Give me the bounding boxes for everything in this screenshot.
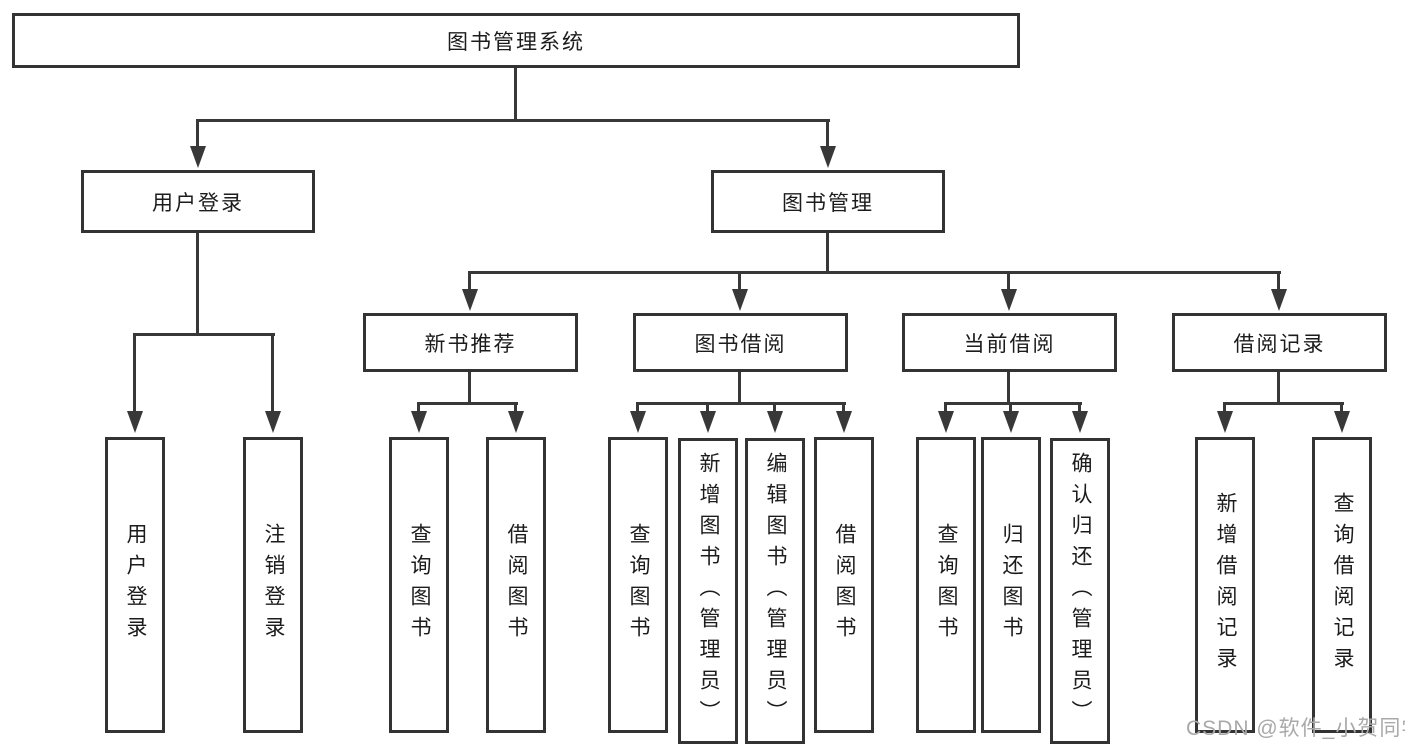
connector-line	[944, 402, 1082, 405]
node-borrow-records: 借阅记录	[1172, 313, 1387, 372]
connector-line	[1007, 371, 1010, 404]
arrowhead-down-icon	[1072, 411, 1088, 433]
connector-line	[514, 67, 517, 122]
connector-line	[417, 402, 420, 413]
connector-line	[1340, 402, 1343, 413]
leaf-query-book-3: 查询图书	[916, 437, 976, 733]
connector-line	[196, 119, 830, 122]
arrowhead-down-icon	[938, 411, 954, 433]
connector-line	[826, 232, 829, 274]
leaf-query-book-1: 查询图书	[389, 437, 449, 733]
connector-line	[468, 371, 471, 404]
arrowhead-down-icon	[462, 289, 478, 311]
leaf-logout: 注销登录	[243, 437, 303, 733]
connector-line	[1223, 402, 1226, 413]
arrowhead-down-icon	[127, 411, 143, 433]
arrowhead-down-icon	[1217, 411, 1233, 433]
connector-line	[1223, 402, 1344, 405]
connector-line	[826, 119, 829, 149]
node-user-login: 用户登录	[81, 170, 315, 233]
arrowhead-down-icon	[1334, 411, 1350, 433]
leaf-borrow-book-2: 借阅图书	[814, 437, 874, 733]
watermark-text: CSDN @软件_小贺同学	[1186, 717, 1405, 740]
connector-line	[468, 271, 471, 290]
arrowhead-down-icon	[767, 411, 783, 433]
node-current-borrow: 当前借阅	[902, 313, 1117, 372]
arrowhead-down-icon	[508, 411, 524, 433]
arrowhead-down-icon	[820, 146, 836, 168]
arrowhead-down-icon	[265, 411, 281, 433]
arrowhead-down-icon	[700, 411, 716, 433]
connector-line	[1007, 271, 1010, 290]
connector-line	[1277, 371, 1280, 404]
leaf-confirm-return-admin: 确认归还（管理员）	[1050, 438, 1110, 744]
arrowhead-down-icon	[190, 146, 206, 168]
node-new-book-recommend: 新书推荐	[363, 313, 578, 372]
connector-line	[1078, 402, 1081, 413]
connector-line	[196, 232, 199, 336]
arrowhead-down-icon	[411, 411, 427, 433]
node-book-management: 图书管理	[711, 170, 945, 233]
leaf-return-book: 归还图书	[981, 437, 1041, 733]
connector-line	[271, 333, 274, 413]
connector-line	[738, 271, 741, 290]
connector-line	[468, 271, 1281, 274]
connector-line	[196, 119, 199, 149]
connector-line	[842, 402, 845, 413]
arrowhead-down-icon	[732, 289, 748, 311]
arrowhead-down-icon	[836, 411, 852, 433]
connector-line	[944, 402, 947, 413]
arrowhead-down-icon	[630, 411, 646, 433]
connector-line	[514, 402, 517, 413]
arrowhead-down-icon	[1271, 289, 1287, 311]
connector-line	[133, 333, 275, 336]
leaf-add-book-admin: 新增图书（管理员）	[678, 438, 738, 744]
connector-line	[133, 333, 136, 413]
connector-line	[417, 402, 518, 405]
leaf-query-book-2: 查询图书	[608, 437, 668, 733]
connector-line	[1277, 271, 1280, 290]
connector-line	[706, 402, 709, 413]
connector-line	[636, 402, 846, 405]
node-root: 图书管理系统	[12, 13, 1020, 68]
leaf-edit-book-admin: 编辑图书（管理员）	[745, 438, 805, 744]
leaf-query-borrow-record: 查询借阅记录	[1312, 437, 1372, 733]
arrowhead-down-icon	[1001, 289, 1017, 311]
connector-line	[738, 371, 741, 404]
arrowhead-down-icon	[1003, 411, 1019, 433]
leaf-add-borrow-record: 新增借阅记录	[1195, 437, 1255, 733]
connector-line	[636, 402, 639, 413]
connector-line	[773, 402, 776, 413]
connector-line	[1009, 402, 1012, 413]
leaf-user-login: 用户登录	[105, 437, 165, 733]
node-book-borrow: 图书借阅	[633, 313, 848, 372]
leaf-borrow-book-1: 借阅图书	[486, 437, 546, 733]
